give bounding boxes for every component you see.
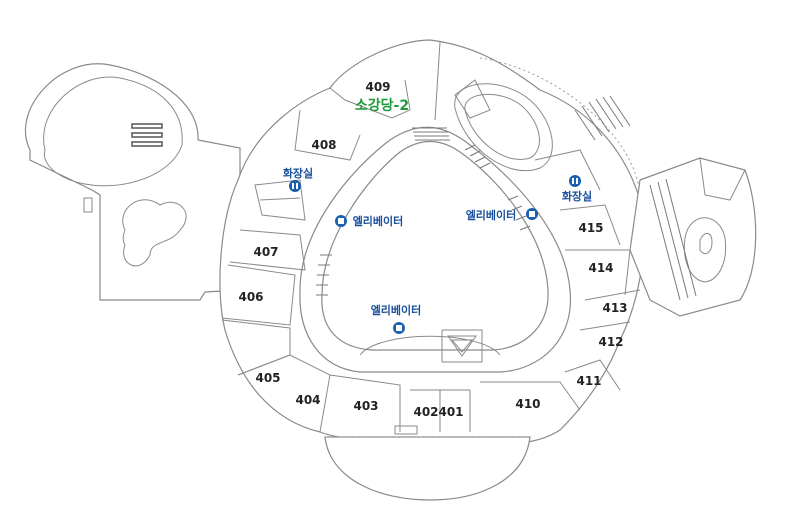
small-auditorium-label[interactable]: 소강당-2 <box>355 97 409 114</box>
south-entrance-door <box>394 425 418 435</box>
west-annex <box>24 63 241 301</box>
stairs-north <box>412 127 450 141</box>
elevator-icon <box>393 322 405 334</box>
stairs-west-ramp <box>316 254 332 296</box>
elevator-east-label: 엘리베이터 <box>466 208 517 222</box>
restroom-west-label: 화장실 <box>283 166 313 180</box>
elevator-icon <box>335 215 347 227</box>
east-annex <box>629 157 757 317</box>
ne-oval-hall <box>454 79 553 172</box>
room-404-label[interactable]: 404 <box>295 393 320 407</box>
room-409-label[interactable]: 409 <box>365 80 390 94</box>
restroom-east-label: 화장실 <box>562 189 592 203</box>
elevator-south-label: 엘리베이터 <box>371 303 422 317</box>
elevator-west[interactable]: 엘리베이터 <box>335 214 403 228</box>
room-410-label[interactable]: 410 <box>515 397 540 411</box>
room-412-label[interactable]: 412 <box>598 335 623 349</box>
room-401-label[interactable]: 401 <box>438 405 463 419</box>
room-403-label[interactable]: 403 <box>353 399 378 413</box>
stairs-south <box>441 329 483 363</box>
stairs-east-ramp <box>464 144 531 231</box>
room-415-label[interactable]: 415 <box>578 221 603 235</box>
elevator-east[interactable]: 엘리베이터 <box>466 208 538 222</box>
restroom-icon <box>289 180 301 192</box>
room-405-label[interactable]: 405 <box>255 371 280 385</box>
room-408-label[interactable]: 408 <box>311 138 336 152</box>
main-building <box>219 39 645 501</box>
stairs-ne-exterior <box>574 95 631 141</box>
restroom-east[interactable]: 화장실 <box>562 175 592 203</box>
elevator-icon <box>526 208 538 220</box>
room-411-label[interactable]: 411 <box>576 374 601 388</box>
annex-vent-icon <box>131 123 163 147</box>
elevator-west-label: 엘리베이터 <box>353 214 404 228</box>
room-402-label[interactable]: 402 <box>413 405 438 419</box>
room-406-label[interactable]: 406 <box>238 290 263 304</box>
room-407-label[interactable]: 407 <box>253 245 278 259</box>
elevator-south[interactable]: 엘리베이터 <box>371 303 422 334</box>
restroom-icon <box>569 175 581 187</box>
room-413-label[interactable]: 413 <box>602 301 627 315</box>
room-labels: 409 408 407 406 405 404 403 402 401 410 … <box>238 80 627 419</box>
room-414-label[interactable]: 414 <box>588 261 613 275</box>
restroom-west[interactable]: 화장실 <box>283 166 313 192</box>
